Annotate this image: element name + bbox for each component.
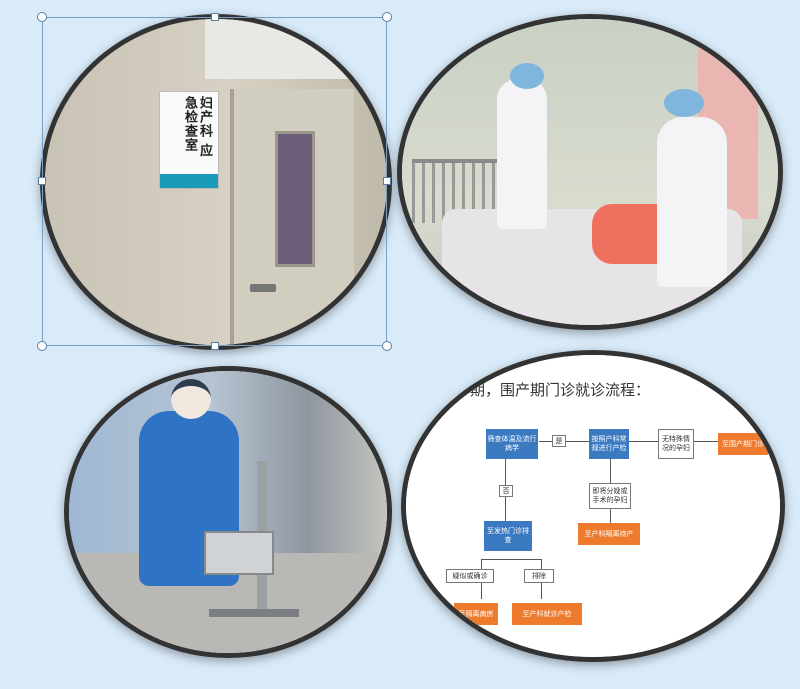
doctor-examining [657,117,727,287]
flow-node-excluded: 排除 [524,569,554,583]
resize-handle-top-right[interactable] [382,12,392,22]
gown-photo[interactable] [64,366,392,658]
connector [628,441,658,442]
flow-node-isolation: 至隔离病房 [454,603,498,625]
resize-handle-top[interactable] [211,13,219,21]
flow-node-obstetric: 按照产科常规进行产检 [589,429,629,459]
flow-node-delivery-ward: 至产科隔离待产 [578,523,640,545]
ward-photo[interactable] [397,14,783,330]
doctor-cap [664,89,704,117]
flowchart: 期，围产期门诊就诊流程： 筛查体温及流行病学 是 按照产科常规进行产检 无特殊情… [406,355,780,657]
flow-node-screening: 筛查体温及流行病学 [486,429,538,459]
worker-head [171,379,211,419]
resize-handle-bottom[interactable] [211,342,219,350]
connector [481,559,541,560]
nurse-standing [497,79,547,229]
flow-node-no: 否 [499,485,513,497]
room-sign-band [160,174,218,188]
door-handle [250,284,276,292]
flow-node-no-special: 无特殊情况的孕妇 [658,429,694,459]
door-window [275,131,315,267]
flow-node-outpatient: 至围产期门诊 [718,433,768,455]
resize-handle-left[interactable] [38,177,46,185]
flow-node-delivery-signs: 即将分娩或手术的孕妇 [589,483,631,509]
connector [694,441,718,442]
door-photo[interactable]: 妇产科 应急检查室 [40,14,392,350]
door-scene: 妇产科 应急检查室 [45,19,387,345]
flowchart-image[interactable]: 期，围产期门诊就诊流程： 筛查体温及流行病学 是 按照产科常规进行产检 无特殊情… [401,350,785,662]
resize-handle-bottom-right[interactable] [382,341,392,351]
room-sign: 妇产科 应急检查室 [159,91,219,189]
flowchart-title: 期，围产期门诊就诊流程： [470,381,651,399]
flow-node-suspected: 疑似或确诊 [446,569,494,583]
ceiling [205,19,387,79]
flow-node-yes: 是 [552,435,566,447]
device-base [209,609,299,617]
nurse-cap [510,63,544,89]
resize-handle-right[interactable] [383,177,391,185]
connector [505,459,506,541]
resize-handle-top-left[interactable] [37,12,47,22]
resize-handle-bottom-left[interactable] [37,341,47,351]
gown-scene [69,371,387,653]
ward-scene [402,19,778,325]
disinfection-device [204,531,274,575]
flow-node-obstetric-check: 至产科就诊产检 [512,603,582,625]
flow-node-fever-clinic: 至发热门诊排查 [484,521,532,551]
room-sign-text: 妇产科 应急检查室 [182,96,212,158]
